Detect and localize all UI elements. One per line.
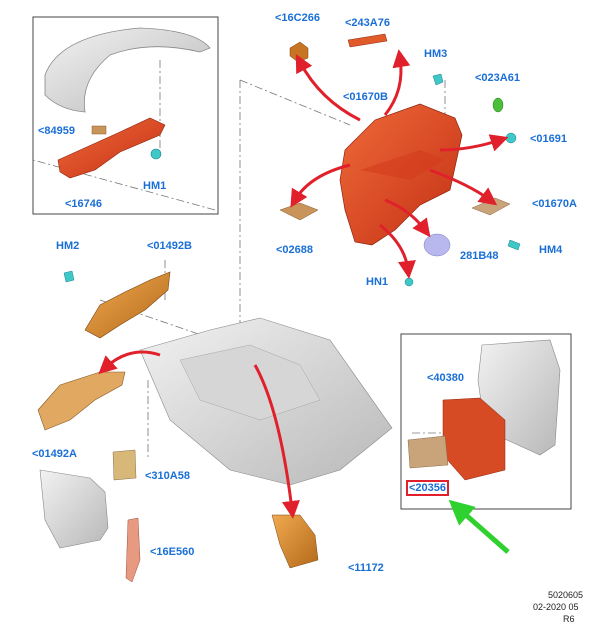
part-01670B-detail [360,150,445,180]
callout-HN1[interactable]: HN1 [366,276,389,288]
green-pointer-arrow [448,499,510,554]
part-02688 [279,202,319,221]
red-arrows [98,49,509,519]
clip-hm2 [63,270,75,283]
callout-01691[interactable]: <01691 [530,133,568,145]
callout-84959[interactable]: <84959 [38,125,76,137]
hood-panel [44,27,211,113]
part-11172 [271,514,319,569]
callout-16C266[interactable]: <16C266 [275,12,320,24]
part-01492B [84,271,171,339]
callout-HM4[interactable]: HM4 [539,244,563,256]
callout-40380[interactable]: <40380 [427,372,465,384]
part-310A58 [112,449,137,481]
part-01670A [471,197,511,216]
clip-01691 [505,132,517,144]
callout-HM2[interactable]: HM2 [56,240,80,252]
callout-01670A[interactable]: <01670A [532,198,577,210]
callout-01492A[interactable]: <01492A [32,448,77,460]
clip-hm3 [432,73,444,86]
callout-16746[interactable]: <16746 [65,198,103,210]
part-281B48 [423,233,451,257]
footer-revision: R6 [563,614,575,624]
fender-panel [39,469,109,549]
callout-281B48[interactable]: 281B48 [460,250,499,262]
callout-243A76[interactable]: <243A76 [345,17,390,29]
footer-date: 02-2020 05 [533,602,579,612]
callout-11172[interactable]: <11172 [348,562,384,574]
part-243A76 [347,33,388,48]
hood-inset-frame [32,16,219,215]
part-16746 [57,117,166,179]
callout-310A58[interactable]: <310A58 [145,470,190,482]
callout-02688[interactable]: <02688 [276,244,314,256]
callout-20356-highlighted[interactable]: <20356 [405,480,450,496]
callout-023A61[interactable]: <023A61 [475,72,520,84]
callout-HM1[interactable]: HM1 [143,180,167,192]
part-20356 [407,435,449,469]
part-023A61 [492,97,504,113]
part-16C266 [289,41,309,63]
part-16E560 [125,517,141,583]
footer-code: 5020605 [548,590,584,600]
callout-01492B[interactable]: <01492B [147,240,192,252]
door-inset-frame [400,333,572,510]
part-01492A [37,371,126,431]
clip-hn1 [404,277,414,287]
callout-HM3[interactable]: HM3 [424,48,448,60]
body-floor-detail [179,344,321,421]
part-84959 [91,125,107,135]
clip-hm4 [507,239,521,251]
clip-hm1 [150,148,162,160]
callout-01670B[interactable]: <01670B [343,91,388,103]
callout-16E560[interactable]: <16E560 [150,546,195,558]
